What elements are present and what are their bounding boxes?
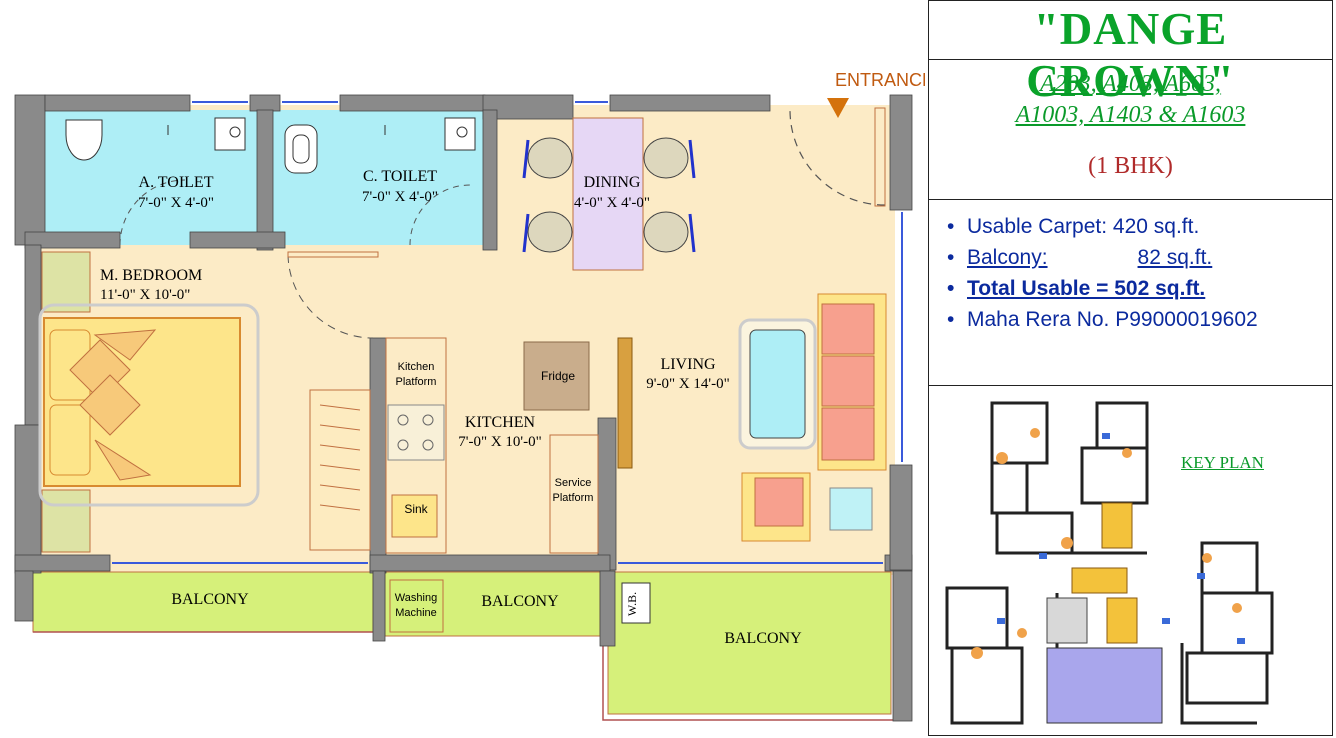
bhk-type: (1 BHK): [1088, 153, 1173, 179]
bedside-table-bottom: [41, 489, 91, 553]
bullet-icon: •: [947, 215, 955, 238]
divider: [929, 59, 1332, 60]
living-name: LIVING: [660, 356, 716, 373]
center-table: [749, 329, 806, 439]
key-plan-fixtures: [997, 433, 1245, 644]
balcony-right: [607, 571, 892, 715]
wardrobe: [309, 389, 371, 551]
fridge: [523, 341, 590, 411]
dining-dim: 4'-0" X 4'-0": [574, 195, 650, 211]
service-platform-label-2: Platform: [553, 492, 594, 504]
a-toilet-door-swing: [119, 179, 186, 246]
dining-table: [572, 117, 644, 271]
kitchen-platform-label-1: Kitchen: [398, 361, 435, 373]
bed-rug: [38, 303, 260, 507]
bullet-icon: •: [947, 246, 955, 269]
service-platform: [549, 434, 599, 554]
unit-numbers-line-2: A1003, A1403 & A1603: [1015, 102, 1246, 128]
info-panel: "DANGE CROWN" A203, A403, A603, A1003, A…: [928, 0, 1333, 736]
bed-cushions: [69, 329, 157, 481]
c-toilet-door-swing: [409, 184, 471, 246]
cooktop-burners: [397, 414, 434, 451]
a-toilet-name: A. TOILET: [139, 174, 214, 191]
project-title: "DANGE CROWN": [1026, 4, 1235, 106]
washing-machine-label-2: Machine: [395, 607, 437, 619]
entrance-label: ENTRANCE: [835, 70, 925, 90]
service-platform-label-1: Service: [555, 477, 592, 489]
spec-balcony-value: 82 sq.ft.: [1137, 246, 1213, 269]
spec-total-text: Total Usable = 502 sq.ft.: [967, 277, 1206, 300]
kitchen-dim: 7'-0" X 10'-0": [458, 434, 541, 450]
divider: [929, 385, 1332, 386]
a-toilet-fixtures: [65, 117, 246, 161]
windows: [112, 101, 903, 564]
living-dim: 9'-0" X 14'-0": [646, 376, 729, 392]
entrance-arrow-icon: [827, 98, 849, 118]
tv-unit: [617, 337, 633, 469]
spec-balcony: • Balcony: 82 sq.ft.: [947, 242, 1258, 273]
lobby: [1046, 597, 1088, 644]
bedroom-dim: 11'-0" X 10'-0": [100, 287, 190, 303]
dining-chairs: [527, 137, 689, 253]
fridge-label: Fridge: [541, 369, 575, 383]
bedroom-door: [287, 251, 379, 258]
spec-carpet: • Usable Carpet: 420 sq.ft.: [947, 211, 1258, 242]
cooktop: [387, 404, 445, 461]
bedroom-door-swing: [287, 254, 374, 339]
kitchen-name: KITCHEN: [465, 414, 536, 431]
key-plan-doors: [971, 428, 1242, 659]
bedroom-name: M. BEDROOM: [100, 267, 202, 284]
spec-list: • Usable Carpet: 420 sq.ft. • Balcony: 82 s…: [947, 211, 1258, 335]
lift-core: [1071, 567, 1128, 594]
wardrobe-hangers: [319, 404, 361, 511]
wash-basin-label: W.B.: [625, 592, 639, 616]
spec-total: • Total Usable = 502 sq.ft.: [947, 273, 1258, 304]
balcony-label-2: BALCONY: [481, 593, 559, 610]
sink-label: Sink: [404, 502, 428, 516]
balcony-railing: [602, 640, 895, 721]
spec-balcony-label: Balcony:: [967, 246, 1048, 269]
c-toilet-name: C. TOILET: [363, 168, 437, 185]
stair-core: [1101, 502, 1133, 549]
c-toilet-fixtures: [284, 117, 476, 174]
stair-core-2: [1106, 597, 1138, 644]
a-toilet-dim: 7'-0" X 4'-0": [138, 195, 214, 211]
spec-carpet-text: Usable Carpet: 420 sq.ft.: [967, 215, 1200, 238]
bullet-icon: •: [947, 308, 955, 331]
unit-numbers: A203, A403, A603, A1003, A1403 & A1603: [929, 69, 1332, 131]
spec-rera-text: Maha Rera No. P99000019602: [967, 308, 1258, 331]
sink: [391, 494, 438, 538]
key-plan-label: KEY PLAN: [1181, 453, 1264, 472]
highlighted-unit: [1046, 647, 1163, 724]
kitchen-platform-label-2: Platform: [396, 376, 437, 388]
sofa-cushions: [821, 303, 875, 461]
washing-machine-label-1: Washing: [395, 592, 437, 604]
divider: [929, 199, 1332, 200]
unit-numbers-line-1: A203, A403, A603,: [1039, 71, 1222, 97]
entrance-door-swing: [789, 109, 886, 206]
side-table: [829, 487, 873, 531]
washing-machine: [389, 579, 444, 633]
armchair-cushion: [754, 477, 804, 527]
floor-plan: ENTRANCE A. TOILET 7'-0" X 4'-0" C. TOIL…: [14, 70, 925, 722]
spec-rera: • Maha Rera No. P99000019602: [947, 304, 1258, 335]
balcony-label-3: BALCONY: [724, 630, 802, 647]
bedside-table-top: [41, 251, 91, 313]
key-plan-map: [945, 401, 1274, 725]
dining-name: DINING: [584, 174, 641, 191]
wash-basin: [621, 582, 651, 624]
walls: [14, 94, 913, 722]
dining-chair-backs: [522, 139, 696, 253]
bullet-icon: •: [947, 277, 955, 300]
entrance-door: [874, 107, 886, 207]
c-toilet-dim: 7'-0" X 4'-0": [362, 189, 438, 205]
pillow-2: [49, 404, 91, 476]
balcony-label-1: BALCONY: [171, 591, 249, 608]
